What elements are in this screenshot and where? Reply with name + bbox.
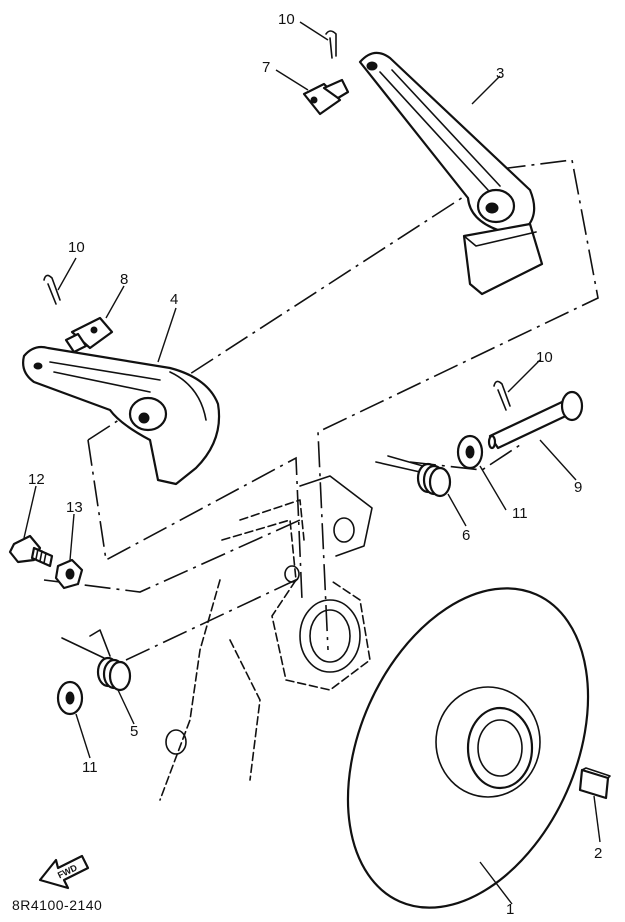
callout-13: 13: [66, 499, 83, 516]
callout-labels: 10 7 3 10 8 4 10 9 6 11 12 13 5 11 2 1: [28, 11, 602, 918]
assembly-frame-lines: [43, 159, 599, 661]
callout-2: 2: [594, 845, 602, 862]
leader-lines: [23, 21, 601, 905]
callout-10-right: 10: [536, 349, 553, 366]
drawing-code: 8R4100-2140: [12, 897, 102, 913]
part-12-bolt: [8, 534, 54, 568]
part-11-washer-a: [456, 434, 484, 470]
callout-4: 4: [170, 291, 178, 308]
callout-8: 8: [120, 271, 128, 288]
part-10-cotter-pin-a: [325, 30, 337, 59]
part-4-lower-arm: [22, 345, 221, 486]
callout-10-upper: 10: [278, 11, 295, 28]
callout-7: 7: [262, 59, 270, 76]
part-1-sheave-disc: [346, 587, 590, 909]
housing-outline: [159, 475, 373, 801]
part-10-cotter-pin-b: [43, 274, 61, 305]
part-5-torsion-spring: [61, 629, 132, 692]
part-6-torsion-spring: [375, 455, 452, 498]
callout-1: 1: [506, 901, 514, 918]
part-11-washer-b: [56, 680, 84, 716]
part-10-cotter-pin-c: [493, 380, 511, 411]
callout-11-left: 11: [82, 759, 98, 776]
part-13-nut: [54, 558, 84, 590]
part-3-upper-arm: [358, 51, 544, 296]
part-2-key: [578, 767, 611, 800]
part-7-pin: [302, 78, 350, 116]
fwd-arrow: FWD: [38, 854, 90, 890]
callout-6: 6: [462, 527, 470, 544]
callout-9: 9: [574, 479, 582, 496]
callout-5: 5: [130, 723, 138, 740]
callout-10-left: 10: [68, 239, 85, 256]
callout-3: 3: [496, 65, 504, 82]
part-8-pin: [64, 316, 114, 354]
callout-11-right: 11: [512, 505, 528, 522]
callout-12: 12: [28, 471, 45, 488]
part-9-shaft-pin: [487, 390, 584, 450]
